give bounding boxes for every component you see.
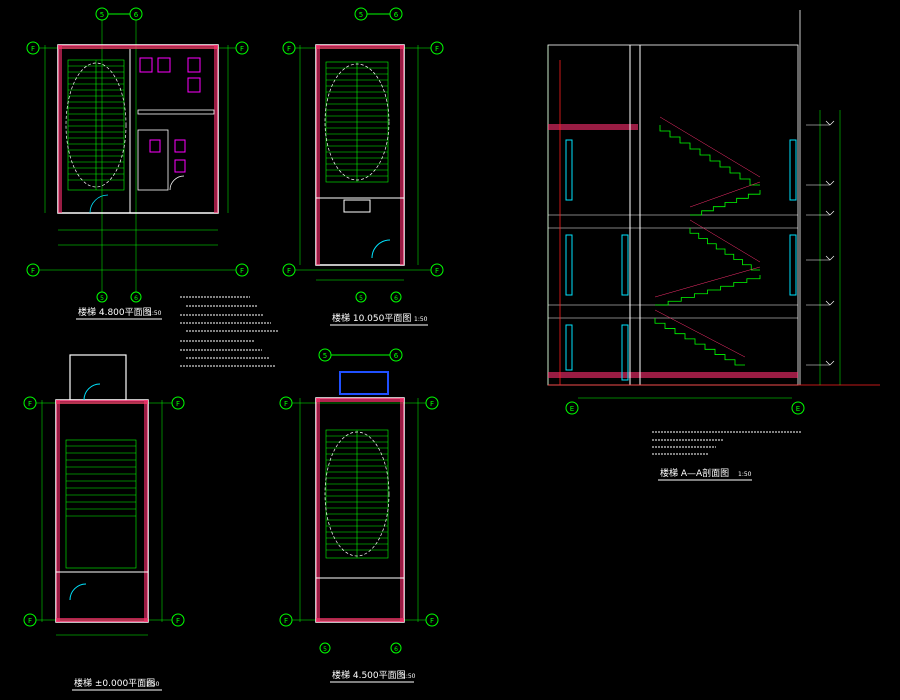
notes-block bbox=[180, 296, 278, 367]
stair-treads-3 bbox=[66, 445, 136, 517]
axis-bubble-f-3d: F bbox=[171, 613, 185, 627]
axis-bubble-f-left-top: F bbox=[26, 41, 40, 55]
svg-text:5: 5 bbox=[359, 11, 363, 19]
toilet-fixtures bbox=[139, 57, 201, 173]
axis-bubble-6-3: 6 bbox=[389, 348, 403, 362]
svg-text:6: 6 bbox=[134, 11, 139, 19]
svg-text:F: F bbox=[31, 45, 35, 53]
svg-text:F: F bbox=[287, 45, 291, 53]
plan-10050: 5 6 F F F F bbox=[282, 7, 444, 326]
stair-treads bbox=[68, 65, 124, 181]
axis-bubble-5-bottom-2: 5 bbox=[355, 291, 367, 303]
plan-title-3: 楼梯 ±0.000平面图 bbox=[74, 677, 155, 689]
plan-scale-4: 1:50 bbox=[402, 673, 416, 680]
axis-bubble-e-right: E bbox=[791, 401, 805, 415]
svg-text:F: F bbox=[430, 400, 434, 408]
axis-bubble-f-2b: F bbox=[430, 41, 444, 55]
stair-flight bbox=[67, 59, 125, 191]
axis-bubble-f-4c: F bbox=[279, 613, 293, 627]
section-notes bbox=[652, 431, 802, 455]
plan-0000: F F F F 楼梯 ±0.000平面图 1:50 bbox=[23, 354, 185, 691]
axis-bubble-6-bottom-2: 6 bbox=[390, 291, 402, 303]
svg-text:F: F bbox=[284, 400, 288, 408]
axis-bubble-5-3: 5 bbox=[318, 348, 332, 362]
svg-text:E: E bbox=[796, 405, 800, 413]
section-scale: 1:50 bbox=[738, 471, 752, 478]
section-title: 楼梯 A—A剖面图 bbox=[660, 467, 729, 479]
stair-treads-4 bbox=[326, 435, 388, 551]
stair-treads-2 bbox=[326, 67, 388, 177]
svg-text:5: 5 bbox=[323, 352, 327, 360]
svg-text:F: F bbox=[284, 617, 288, 625]
plan-scale-2: 1:50 bbox=[414, 316, 428, 323]
svg-text:F: F bbox=[176, 617, 180, 625]
axis-bubble-6-bottom: 6 bbox=[130, 291, 142, 303]
plan-scale: 1:50 bbox=[148, 310, 162, 317]
plan-scale-3: 1:50 bbox=[146, 681, 160, 688]
svg-text:5: 5 bbox=[100, 295, 104, 302]
axis-bubble-6-top-2: 6 bbox=[389, 7, 403, 21]
plan-title-2: 楼梯 10.050平面图 bbox=[332, 312, 411, 324]
plan-4800: 5 6 F F F F bbox=[26, 7, 249, 320]
stair-section-flights bbox=[654, 125, 761, 366]
axis-bubble-f-right-bottom: F bbox=[235, 263, 249, 277]
svg-text:F: F bbox=[28, 617, 32, 625]
axis-bubble-f-4a: F bbox=[279, 396, 293, 410]
axis-bubble-5-top: 5 bbox=[95, 7, 109, 21]
svg-text:F: F bbox=[240, 267, 244, 275]
svg-text:5: 5 bbox=[359, 295, 363, 302]
axis-bubble-f-left-bottom: F bbox=[26, 263, 40, 277]
svg-text:F: F bbox=[31, 267, 35, 275]
axis-bubble-f-3a: F bbox=[23, 396, 37, 410]
axis-bubble-f-right-top: F bbox=[235, 41, 249, 55]
axis-bubble-6-top: 6 bbox=[129, 7, 143, 21]
plan-title: 楼梯 4.800平面图 bbox=[78, 306, 152, 318]
svg-text:6: 6 bbox=[394, 646, 398, 653]
axis-bubble-f-2d: F bbox=[430, 263, 444, 277]
svg-text:6: 6 bbox=[394, 295, 398, 302]
axis-bubble-f-4b: F bbox=[425, 396, 439, 410]
axis-bubble-e-left: E bbox=[565, 401, 579, 415]
plan-4500: 5 6 F F F F bbox=[279, 348, 439, 683]
axis-bubble-f-3c: F bbox=[23, 613, 37, 627]
svg-text:F: F bbox=[287, 267, 291, 275]
svg-text:5: 5 bbox=[323, 646, 327, 653]
level-marks bbox=[806, 120, 835, 366]
svg-text:5: 5 bbox=[100, 11, 104, 19]
svg-text:F: F bbox=[176, 400, 180, 408]
svg-text:F: F bbox=[435, 267, 439, 275]
handrail-lines bbox=[654, 116, 761, 358]
svg-text:E: E bbox=[570, 405, 574, 413]
svg-text:F: F bbox=[430, 617, 434, 625]
svg-text:F: F bbox=[240, 45, 244, 53]
axis-bubble-f-2a: F bbox=[282, 41, 296, 55]
svg-text:6: 6 bbox=[394, 352, 399, 360]
svg-text:6: 6 bbox=[134, 295, 138, 302]
axis-bubble-f-3b: F bbox=[171, 396, 185, 410]
axis-bubble-5-bottom-4: 5 bbox=[319, 642, 331, 654]
section-a-a: E E 楼梯 A—A剖面图 1:50 bbox=[547, 10, 880, 481]
svg-text:F: F bbox=[435, 45, 439, 53]
svg-text:F: F bbox=[28, 400, 32, 408]
axis-bubble-6-bottom-4: 6 bbox=[390, 642, 402, 654]
axis-bubble-5-top-2: 5 bbox=[354, 7, 368, 21]
axis-bubble-f-2c: F bbox=[282, 263, 296, 277]
axis-bubble-5-bottom: 5 bbox=[96, 291, 108, 303]
plan-title-4: 楼梯 4.500平面图 bbox=[332, 669, 406, 681]
svg-text:6: 6 bbox=[394, 11, 399, 19]
axis-bubble-f-4d: F bbox=[425, 613, 439, 627]
